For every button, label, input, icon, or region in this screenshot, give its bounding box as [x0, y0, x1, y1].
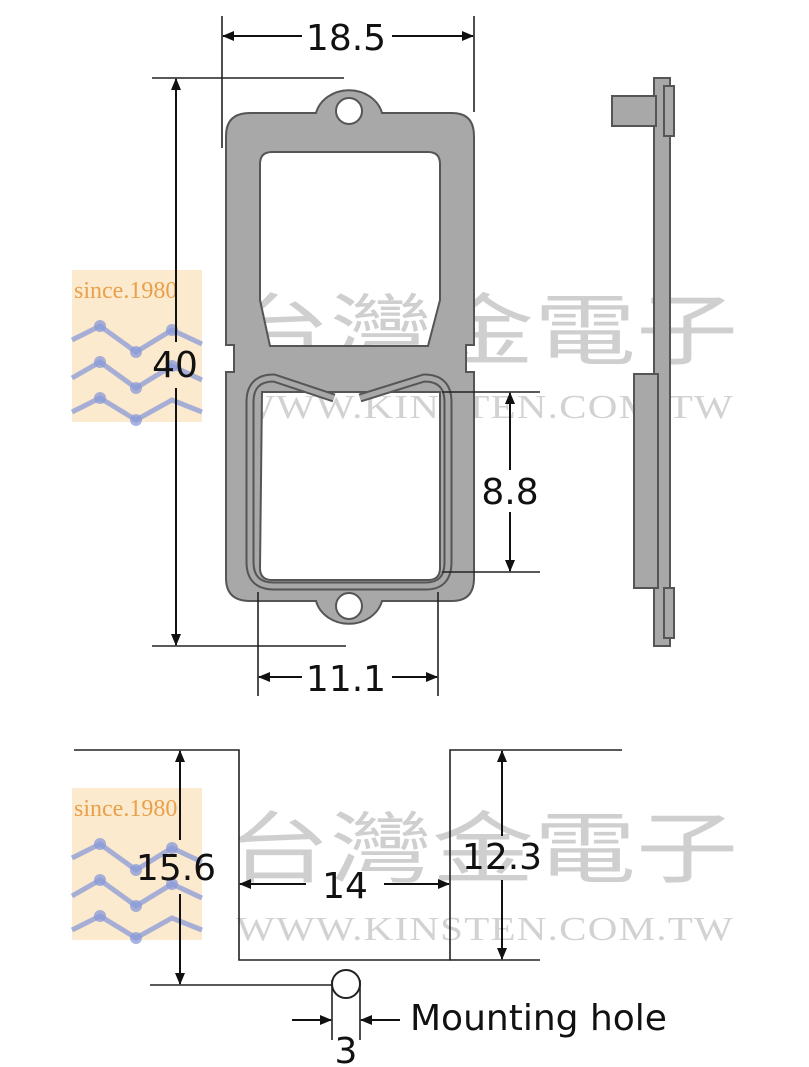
kinsten-logo-icon [70, 270, 204, 426]
dim-slot-width-14: 14 [322, 866, 368, 907]
watermark-brand-cn: 台灣金電子 [228, 805, 738, 895]
mounting-hole-caption: Mounting hole [410, 998, 667, 1039]
dim-hole-diameter-3: 3 [335, 1031, 358, 1067]
dim-inner-width-11-1: 11.1 [306, 659, 386, 700]
dim-inner-height-8-8: 8.8 [481, 472, 538, 513]
watermark-url: WWW.KINSTEN.COM.TW [236, 911, 734, 948]
mounting-hole-icon [331, 969, 361, 999]
dim-outer-height-15-6: 15.6 [136, 848, 216, 889]
dim-height-40: 40 [152, 345, 198, 386]
panel-cutout [74, 749, 622, 999]
frame-body [225, 89, 475, 625]
bottom-dimensions: 15.6 12.3 14 3 Mounting hole [136, 750, 667, 1067]
bottom-mounting-hole [335, 592, 363, 620]
frame-front-view [225, 89, 475, 625]
dim-inner-height-12-3: 12.3 [462, 837, 542, 878]
top-dimensions: 18.5 40 8.8 11.1 [152, 16, 540, 700]
dim-width-18-5: 18.5 [306, 18, 386, 59]
watermark-since: since.1980 [74, 278, 177, 304]
watermark-since: since.1980 [74, 796, 177, 822]
top-mounting-hole [335, 97, 363, 125]
frame-side-view [611, 77, 675, 647]
